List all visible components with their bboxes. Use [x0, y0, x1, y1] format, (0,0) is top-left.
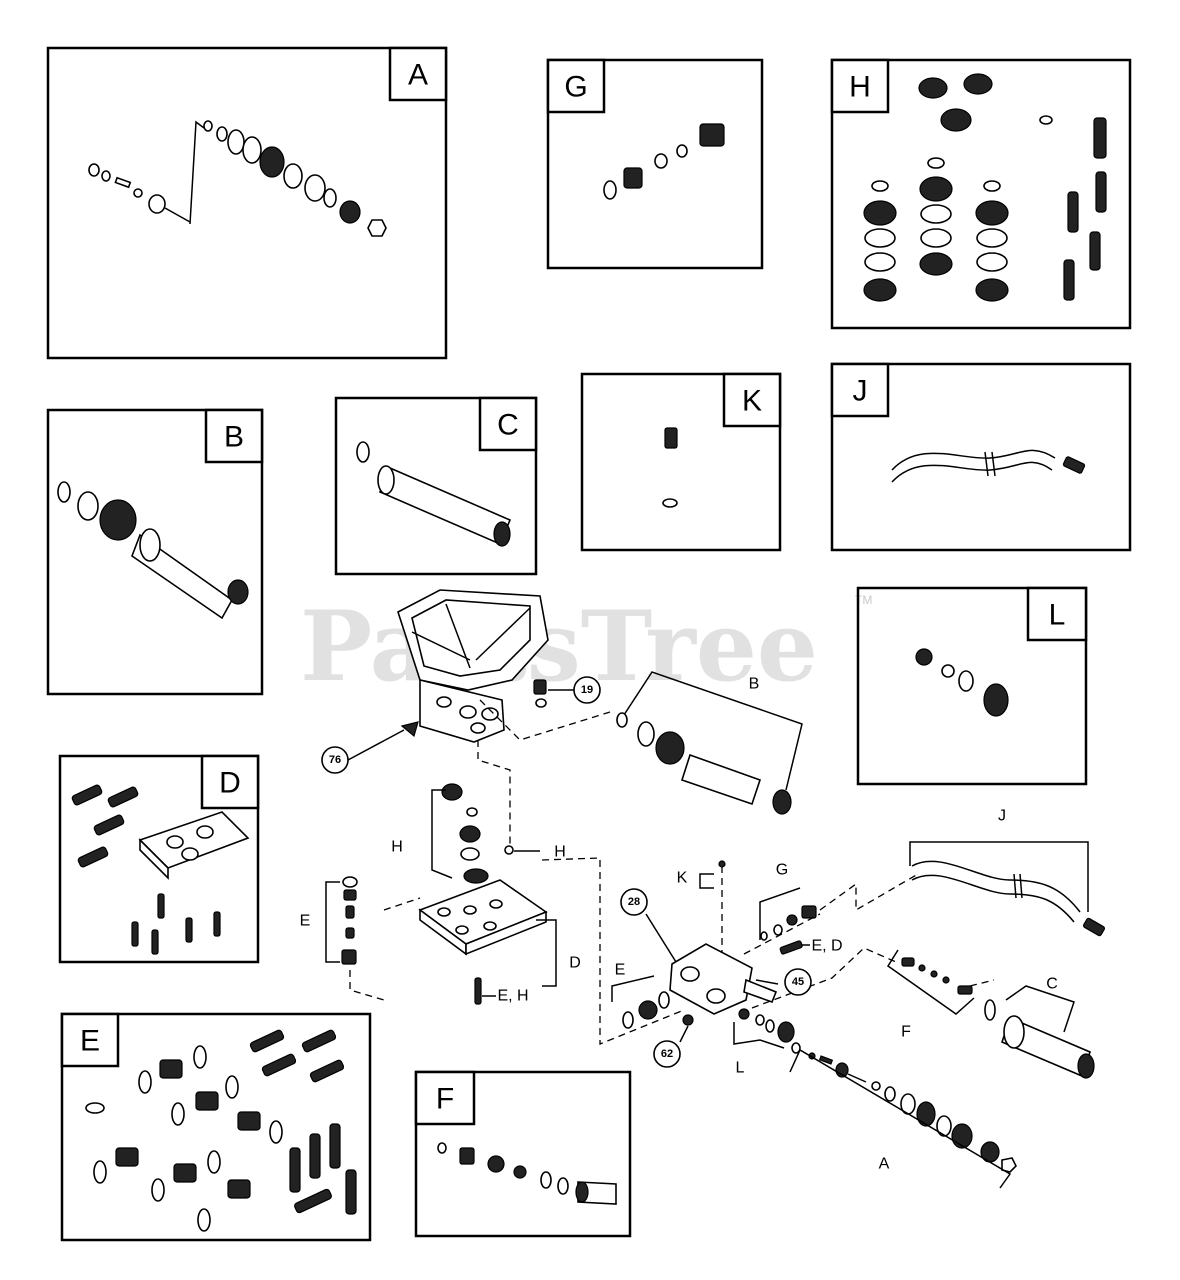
bracket-label-k: K [677, 870, 688, 887]
crankcase-housing [397, 589, 549, 743]
panel-a-label: A [408, 59, 428, 92]
bracket-label-j: J [998, 808, 1006, 825]
panel-a-parts [88, 120, 387, 237]
bracket-label-h-left: H [391, 839, 403, 856]
panel-b-label: B [224, 421, 244, 454]
panel-c-parts [356, 441, 512, 547]
bracket-label-f: F [901, 1024, 911, 1041]
bracket-label-d: D [569, 955, 581, 972]
panel-d[interactable]: D [58, 754, 260, 964]
panel-l-label: L [1049, 599, 1066, 632]
panel-c-label: C [497, 409, 519, 442]
panel-e-parts [85, 1029, 357, 1232]
callout-45-text: 45 [792, 976, 804, 988]
panel-d-label: D [219, 767, 241, 800]
bracket-label-e-left: E [300, 913, 311, 930]
panel-e-label: E [80, 1025, 100, 1058]
part-19-fitting [533, 679, 547, 695]
callout-19[interactable]: 19 [573, 676, 601, 704]
panel-d-parts [71, 784, 250, 955]
panel-g-parts [603, 123, 725, 200]
bracket-label-b: B [749, 676, 760, 693]
panel-h[interactable]: H [830, 58, 1132, 330]
callout-76-text: 76 [329, 754, 341, 766]
callout-62[interactable]: 62 [653, 1040, 681, 1068]
manifold-head [418, 879, 548, 956]
callout-19-text: 19 [581, 684, 593, 696]
bracket-label-l: L [736, 1060, 745, 1077]
panel-a[interactable]: A [46, 46, 448, 360]
panel-g[interactable]: G [546, 58, 764, 270]
watermark-trademark: TM [855, 593, 872, 607]
panel-l[interactable]: L [856, 586, 1088, 786]
bracket-label-e-right: E [615, 962, 626, 979]
panel-j-parts [891, 449, 1086, 483]
panel-c[interactable]: C [334, 396, 538, 576]
panel-f-parts [437, 1142, 617, 1205]
callout-28[interactable]: 28 [620, 888, 648, 916]
bracket-label-h-right: H [554, 844, 566, 861]
callout-62-text: 62 [661, 1048, 673, 1060]
panel-f-label: F [436, 1083, 454, 1116]
pump-head [669, 943, 778, 1015]
bracket-label-e-d: E, D [811, 938, 842, 955]
panel-j-label: J [853, 375, 868, 408]
callout-76[interactable]: 76 [321, 746, 349, 774]
panel-e[interactable]: E [60, 1012, 372, 1242]
callout-45[interactable]: 45 [784, 968, 812, 996]
watermark-text: PartsTree [300, 590, 818, 703]
bracket-label-g: G [776, 862, 788, 879]
panel-b[interactable]: B [46, 408, 264, 696]
panel-l-parts [915, 648, 1009, 717]
panel-g-label: G [564, 71, 587, 104]
panel-f[interactable]: F [414, 1070, 632, 1238]
bracket-label-a: A [879, 1156, 890, 1173]
panel-k-parts [662, 427, 678, 508]
bracket-label-c: C [1046, 976, 1058, 993]
panel-k-label: K [742, 385, 762, 418]
main-assembly [325, 589, 1106, 1189]
panel-h-label: H [849, 71, 871, 104]
panel-h-parts [863, 73, 1107, 302]
panel-b-parts [57, 481, 249, 620]
panel-k[interactable]: K [580, 372, 782, 552]
panel-j[interactable]: J [830, 362, 1132, 552]
callout-28-text: 28 [628, 896, 640, 908]
bracket-label-e-h: E, H [497, 988, 528, 1005]
